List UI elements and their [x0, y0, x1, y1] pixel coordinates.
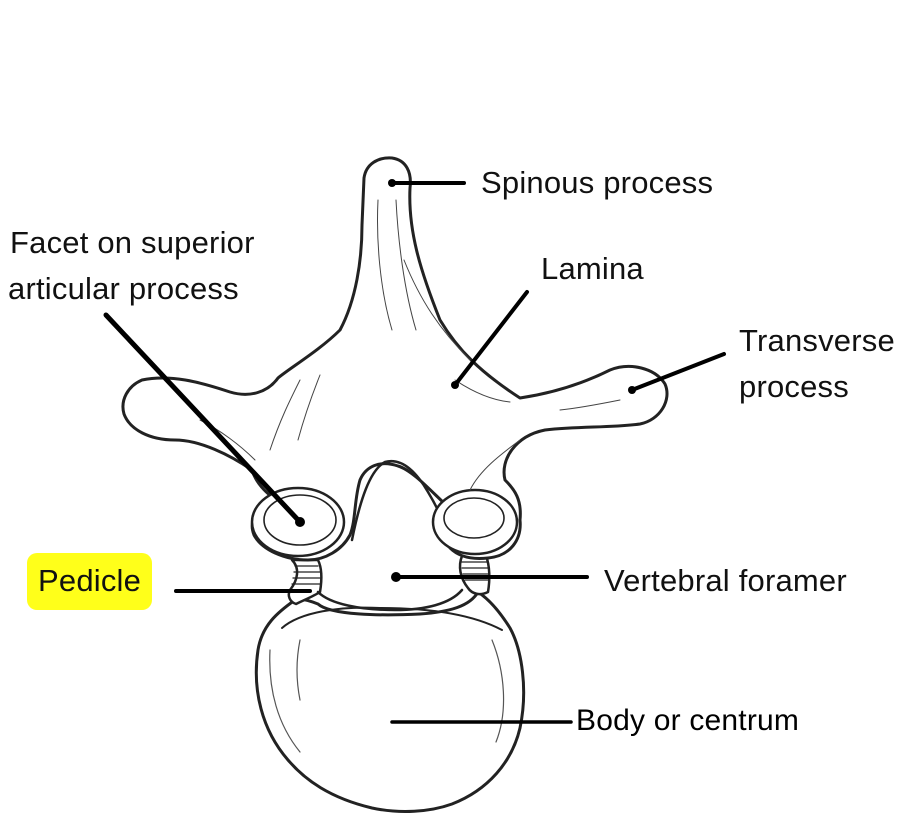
vertebral-body — [256, 592, 523, 811]
label-transverse-line1: Transverse — [739, 318, 895, 364]
label-lamina: Lamina — [541, 246, 644, 292]
label-pedicle-highlighted: Pedicle — [27, 553, 152, 610]
label-vertebral-foramen: Vertebral foramer — [604, 558, 847, 604]
label-transverse-line2: process — [739, 364, 849, 410]
label-facet-line1: Facet on superior — [10, 220, 255, 266]
vertebral-arch — [123, 158, 667, 560]
label-spinous-process: Spinous process — [481, 160, 713, 206]
label-facet-line2: articular process — [8, 266, 239, 312]
label-body-or-centrum: Body or centrum — [576, 698, 799, 744]
lamina-leader — [455, 292, 527, 385]
right-articular-facet — [433, 490, 517, 554]
